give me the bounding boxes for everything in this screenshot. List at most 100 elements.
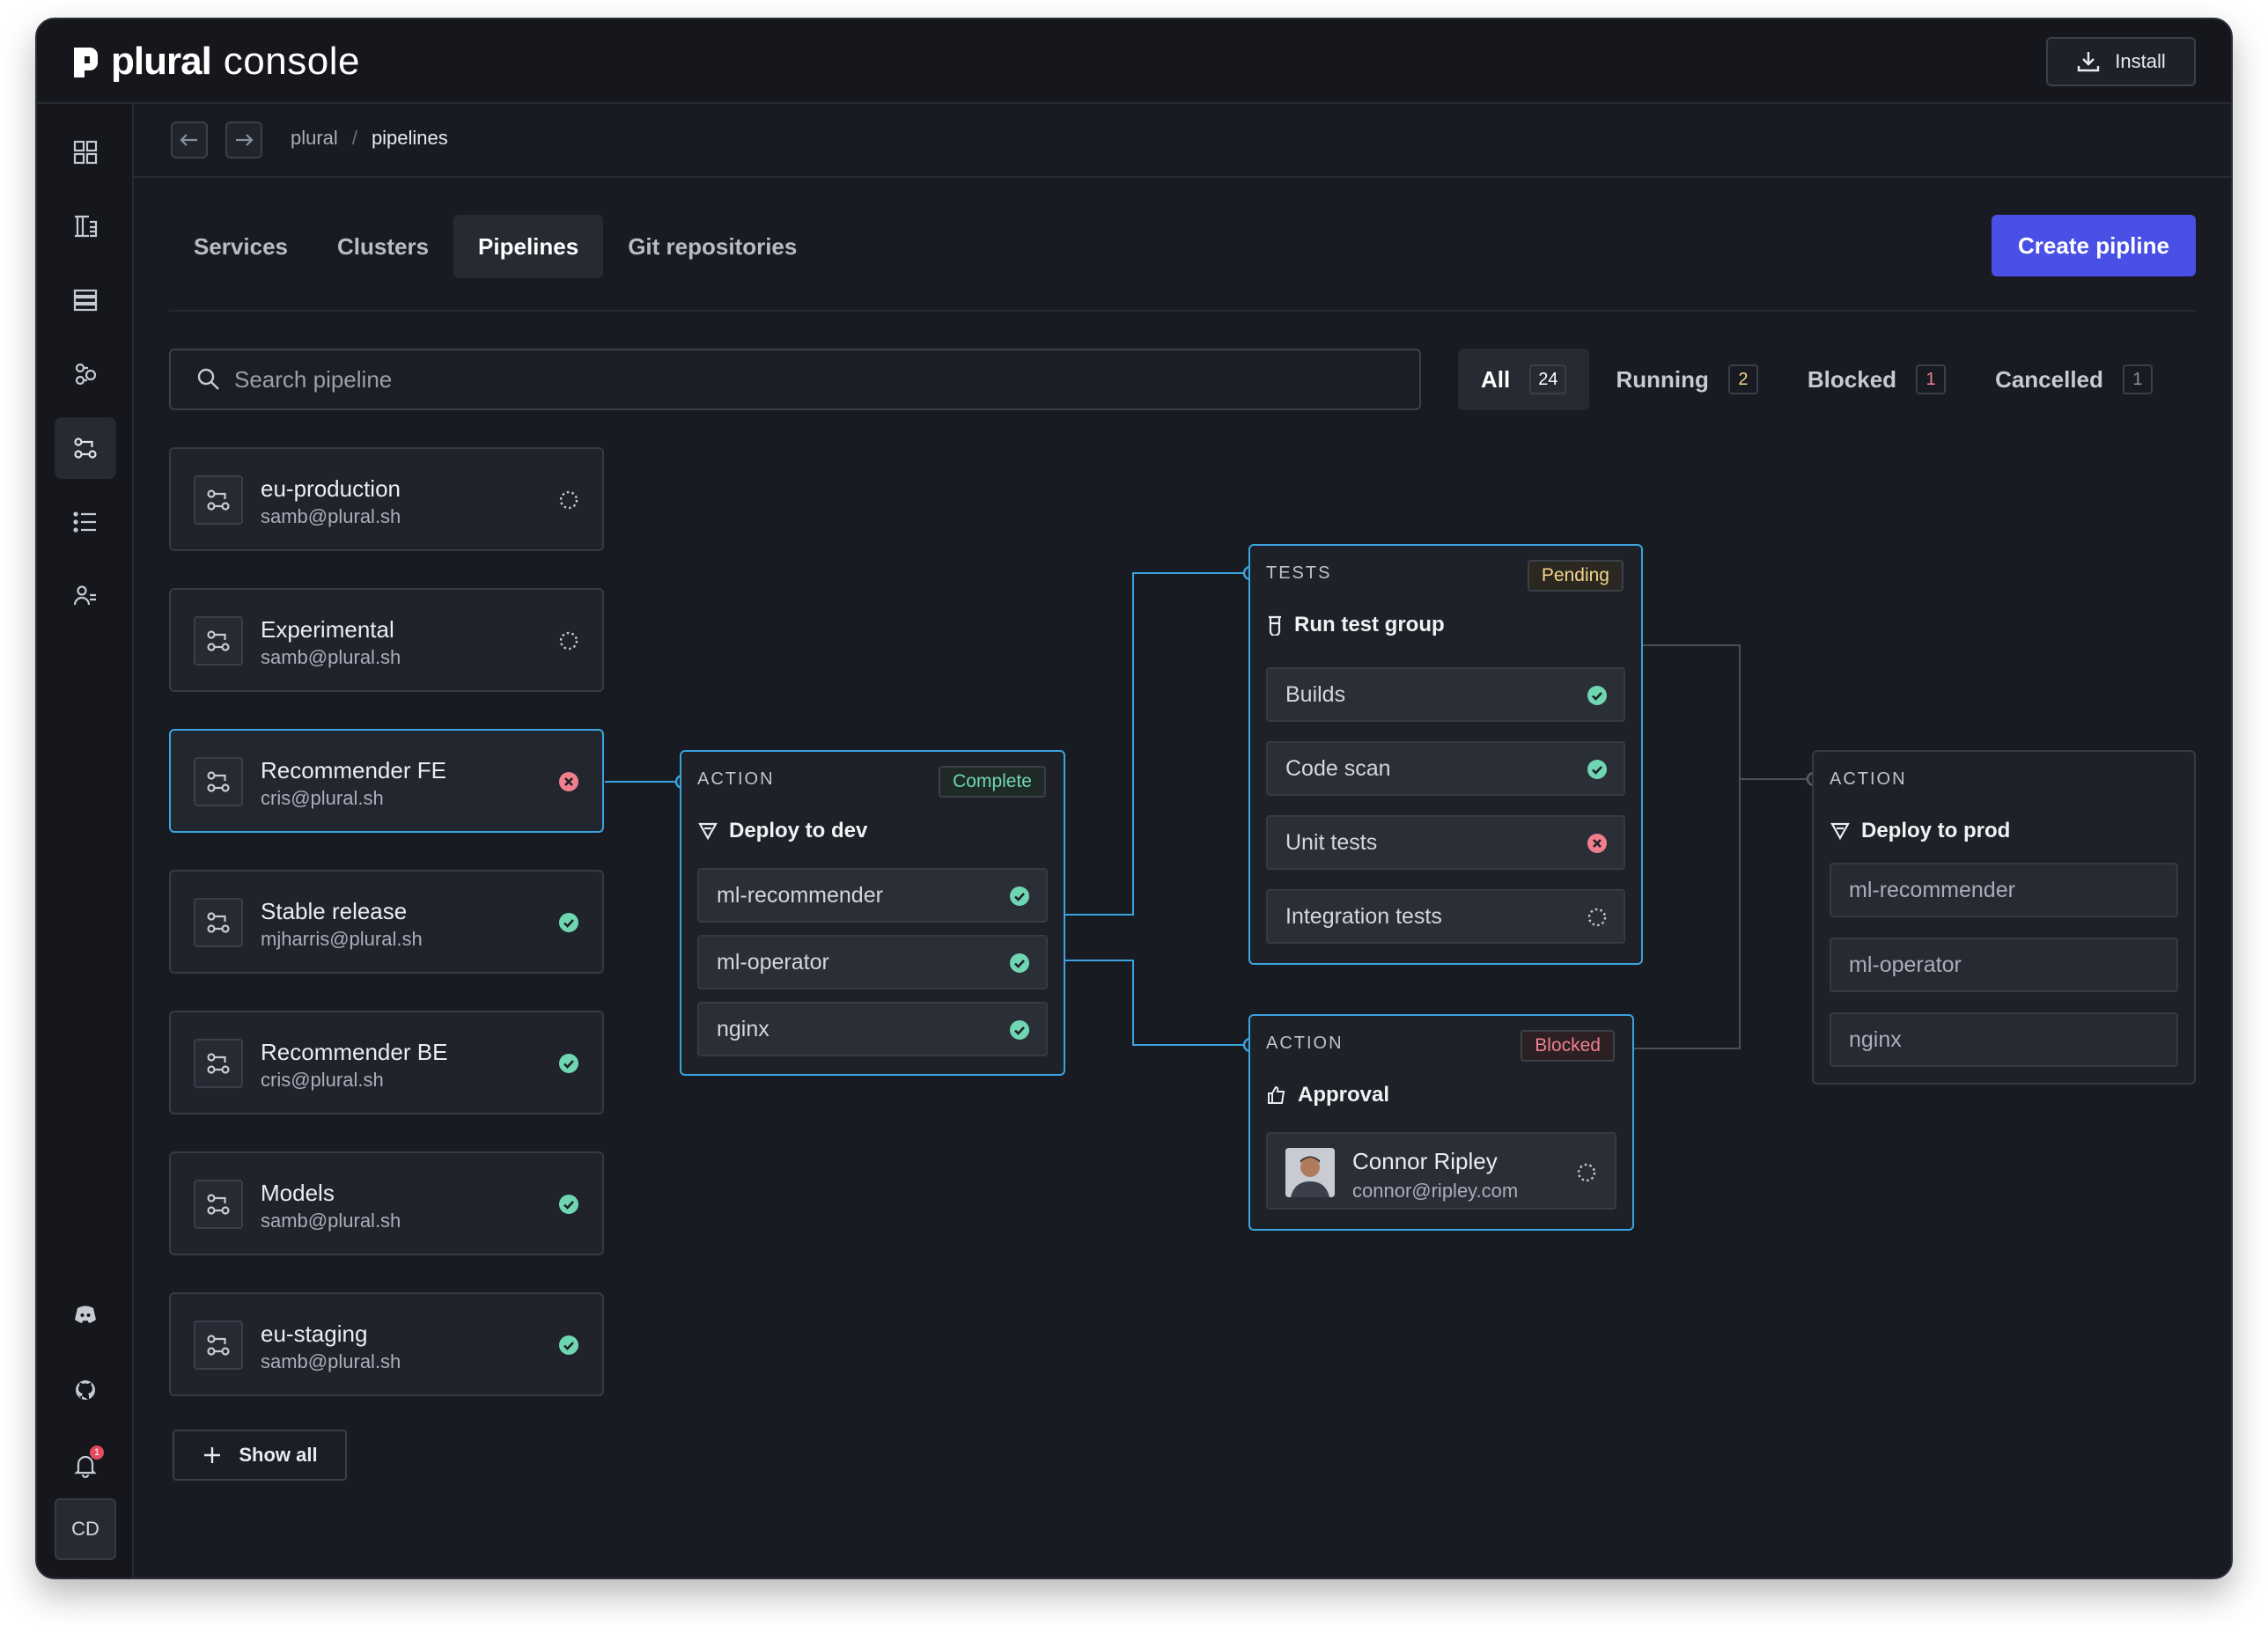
tab-services[interactable]: Services [194, 232, 288, 260]
forward-button[interactable] [225, 121, 262, 158]
deploy-to-dev-node[interactable]: ACTION Complete Deploy to dev ml-recomme… [680, 750, 1065, 1076]
sidebar-item-builds[interactable] [55, 195, 116, 257]
notifications-button[interactable]: 1 [55, 1435, 116, 1497]
filter-all[interactable]: All 24 [1458, 349, 1590, 410]
sidebar-item-clusters[interactable] [55, 343, 116, 405]
error-circle-icon [559, 772, 578, 791]
sidebar-item-pipelines[interactable] [55, 417, 116, 479]
create-pipeline-button[interactable]: Create pipline [1992, 215, 2196, 276]
brand-name: plural [111, 40, 212, 83]
list-icon [73, 511, 96, 533]
status-filter: All 24 Running 2 Blocked 1 Cancelled 1 [1458, 349, 2176, 410]
node-item-label: Integration tests [1285, 903, 1442, 929]
pipeline-card[interactable]: Recommender FE cris@plural.sh [169, 729, 604, 833]
pillars-icon [75, 215, 98, 238]
pipeline-name: Recommender FE [261, 757, 446, 783]
breadcrumb-separator: / [351, 127, 357, 149]
node-item-label: Code scan [1285, 755, 1391, 781]
person-icon [1285, 1148, 1335, 1197]
node-type-label: ACTION [1266, 1033, 1344, 1053]
node-item-row[interactable]: Unit tests [1266, 815, 1625, 870]
pipeline-owner-email: samb@plural.sh [261, 646, 401, 668]
tab-bar: Services Clusters Pipelines Git reposito… [169, 215, 821, 278]
search-input[interactable] [234, 365, 1379, 394]
filter-count: 1 [1916, 364, 1947, 394]
check-circle-icon [559, 1335, 578, 1355]
node-item-label: nginx [1849, 1026, 1902, 1052]
check-circle-icon [1010, 953, 1029, 973]
users-icon [73, 585, 96, 606]
node-item-row[interactable]: Builds [1266, 667, 1625, 722]
show-all-button[interactable]: Show all [173, 1430, 347, 1481]
plural-logo-icon [74, 48, 98, 77]
spinner-icon [1587, 908, 1607, 927]
sidebar-item-list[interactable] [55, 491, 116, 553]
node-type-label: ACTION [1830, 769, 1907, 789]
filter-count: 1 [2122, 364, 2153, 394]
pipeline-icon [194, 616, 243, 666]
node-item-row[interactable]: ml-operator [1830, 938, 2178, 992]
approver-card[interactable]: Connor Ripley connor@ripley.com [1266, 1132, 1616, 1210]
deploy-icon [698, 822, 718, 841]
node-item-label: ml-recommender [1849, 877, 2015, 902]
approval-node[interactable]: ACTION Blocked Approval Connor Ripley co… [1248, 1014, 1634, 1231]
node-item-row[interactable]: nginx [697, 1002, 1048, 1056]
breadcrumb: plural / pipelines [291, 127, 448, 150]
filter-blocked[interactable]: Blocked 1 [1785, 349, 1969, 410]
user-avatar[interactable]: CD [55, 1498, 116, 1560]
pipeline-owner-email: cris@plural.sh [261, 787, 384, 809]
node-item-row[interactable]: ml-recommender [1830, 863, 2178, 917]
product-name: console [223, 40, 360, 83]
pipeline-owner-email: cris@plural.sh [261, 1069, 384, 1091]
status-badge: Blocked [1521, 1030, 1615, 1062]
sidebar-item-dashboard[interactable] [55, 121, 116, 183]
pipeline-owner-email: samb@plural.sh [261, 1350, 401, 1372]
github-link[interactable] [55, 1359, 116, 1421]
install-button[interactable]: Install [2046, 37, 2196, 86]
pipeline-status [558, 1194, 579, 1215]
check-circle-icon [559, 1195, 578, 1214]
tab-git-repositories[interactable]: Git repositories [628, 232, 798, 260]
breadcrumb-current: pipelines [371, 127, 448, 149]
back-button[interactable] [171, 121, 208, 158]
filter-label: All [1481, 365, 1511, 393]
error-circle-icon [1587, 834, 1607, 853]
node-item-row[interactable]: Integration tests [1266, 889, 1625, 944]
sidebar-item-servers[interactable] [55, 269, 116, 331]
filter-cancelled[interactable]: Cancelled 1 [1972, 349, 2176, 410]
node-item-label: Unit tests [1285, 829, 1378, 855]
filter-count: 2 [1727, 364, 1758, 394]
node-item-row[interactable]: ml-recommender [697, 868, 1048, 923]
node-item-row[interactable]: ml-operator [697, 935, 1048, 989]
breadcrumb-root[interactable]: plural [291, 127, 338, 149]
discord-link[interactable] [55, 1284, 116, 1345]
filter-running[interactable]: Running 2 [1593, 349, 1780, 410]
search-box[interactable] [169, 349, 1421, 410]
node-item-row[interactable]: Code scan [1266, 741, 1625, 796]
top-bar: plural console Install [37, 19, 2231, 104]
spinner-icon [559, 490, 578, 510]
node-title: Approval [1266, 1083, 1389, 1107]
pipeline-status [558, 489, 579, 511]
status-badge: Pending [1527, 560, 1624, 592]
node-item-row[interactable]: nginx [1830, 1012, 2178, 1067]
tab-pipelines[interactable]: Pipelines [453, 215, 604, 278]
plural-logo[interactable]: plural console [72, 40, 360, 83]
pipeline-icon [194, 1180, 243, 1229]
check-circle-icon [559, 1054, 578, 1073]
check-circle-icon [1010, 1020, 1029, 1040]
sidebar-item-users[interactable] [55, 565, 116, 627]
tab-clusters[interactable]: Clusters [336, 232, 430, 260]
node-title-text: Run test group [1294, 613, 1445, 636]
notification-badge: 1 [90, 1445, 104, 1460]
approver-email: connor@ripley.com [1352, 1180, 1519, 1202]
spinner-icon [559, 631, 578, 651]
